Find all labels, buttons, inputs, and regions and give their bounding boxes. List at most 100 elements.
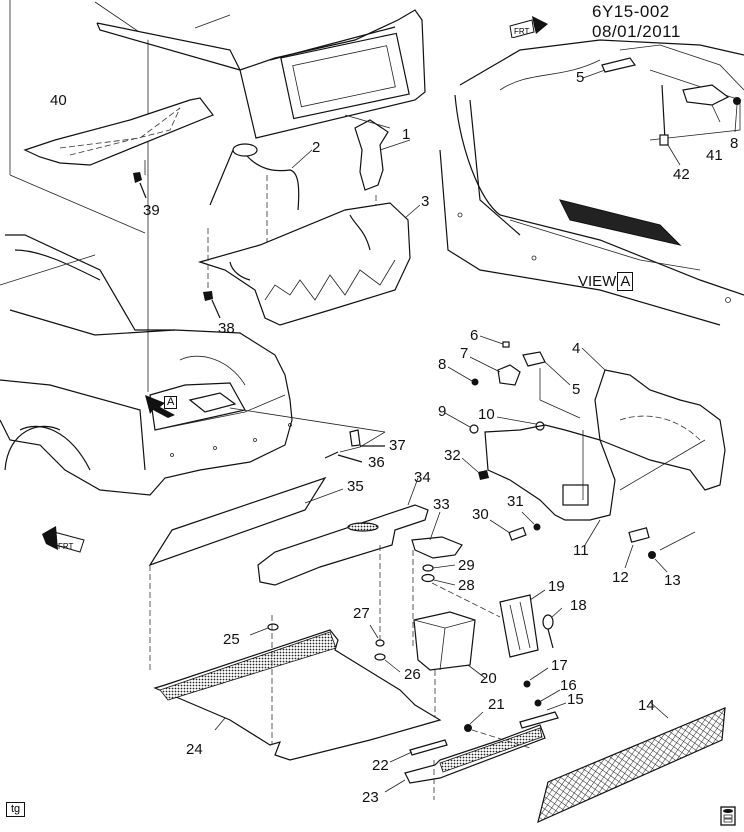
detail-marker-a: A [164, 396, 178, 409]
diagram-header: 6Y15-002 08/01/2011 [592, 2, 744, 42]
callout-21: 21 [488, 696, 505, 713]
callout-37: 37 [389, 437, 406, 454]
callout-8: 8 [438, 356, 447, 373]
callout-31: 31 [507, 493, 524, 510]
callout-33: 33 [433, 496, 450, 513]
part-14-cargo-net [537, 701, 726, 824]
part-29-washer [422, 564, 456, 572]
part-32-clip [461, 457, 489, 480]
part-4-quarter-trim-panel [581, 347, 726, 491]
part-8-nut-lower [447, 366, 479, 386]
svg-text:FRT: FRT [58, 542, 74, 551]
callout-20: 20 [480, 670, 497, 687]
leader-lines-top-left [9, 0, 231, 392]
callout-4: 4 [572, 340, 581, 357]
front-arrow-icon: FRT [508, 12, 550, 39]
callout-2: 2 [312, 139, 321, 156]
callout-6: 6 [470, 327, 479, 344]
callout-39: 39 [143, 202, 160, 219]
callout-15: 15 [567, 691, 584, 708]
car-body-rear [0, 234, 293, 496]
callout-12: 12 [612, 569, 629, 586]
callout-41: 41 [706, 147, 723, 164]
callout-27: 27 [353, 605, 370, 622]
part-40-rear-shelf-panel [23, 97, 214, 175]
callout-36: 36 [368, 454, 385, 471]
callout-16: 16 [560, 677, 577, 694]
callout-1: 1 [402, 126, 411, 143]
part-22-retainer [389, 739, 448, 763]
callout-7: 7 [460, 345, 469, 362]
callout-3: 3 [421, 193, 430, 210]
part-11-side-trim [484, 424, 616, 546]
callout-29: 29 [458, 557, 475, 574]
part-10-washer [496, 416, 545, 431]
diagram-date: 08/01/2011 [592, 22, 681, 41]
callout-9: 9 [438, 403, 447, 420]
callout-26: 26 [404, 666, 421, 683]
callout-19: 19 [548, 578, 565, 595]
part-27-washer [369, 624, 385, 647]
callout-38: 38 [218, 320, 235, 337]
callout-14: 14 [638, 697, 655, 714]
callout-40: 40 [50, 92, 67, 109]
part-39-push-pin [133, 172, 147, 199]
part-30-cap [489, 519, 527, 541]
part-6-clip [479, 335, 510, 348]
callout-5-view-a: 5 [576, 69, 585, 86]
callout-32: 32 [444, 447, 461, 464]
part-9-washer [444, 412, 479, 434]
part-5-latch-lower [522, 351, 581, 419]
callout-42: 42 [673, 166, 690, 183]
callout-25: 25 [223, 631, 240, 648]
part-37-bracket [349, 429, 385, 447]
callout-22: 22 [372, 757, 389, 774]
part-15-bracket [519, 702, 567, 729]
trunk-lid [96, 9, 426, 139]
manual-book-icon [720, 806, 736, 826]
callout-10: 10 [478, 406, 495, 423]
part-28-washer [421, 573, 501, 618]
part-18-eye-bolt [542, 607, 563, 649]
callout-17: 17 [551, 657, 568, 674]
part-35-trim-panel [148, 476, 344, 670]
callout-8-view-a: 8 [730, 135, 739, 152]
callout-28: 28 [458, 577, 475, 594]
leader-lines-37 [229, 407, 386, 453]
part-31-nut [521, 511, 541, 531]
part-25-washer [249, 623, 279, 636]
footer-tag: tg [6, 802, 26, 817]
part-7-bracket [469, 356, 521, 386]
callout-24: 24 [186, 741, 203, 758]
callout-30: 30 [472, 506, 489, 523]
part-13-fastener [648, 531, 696, 573]
part-12-cover [624, 527, 650, 569]
part-19-pouch [499, 589, 546, 658]
part-26-washer [374, 653, 401, 673]
frt-text: FRT [514, 27, 530, 36]
diagram-id: 6Y15-002 [592, 2, 670, 21]
part-38-push-pin [203, 228, 221, 319]
part-23-sill-plate [384, 724, 546, 800]
front-arrow-icon: FRT [40, 522, 88, 556]
callout-11: 11 [573, 542, 589, 559]
callout-35: 35 [347, 478, 364, 495]
callout-23: 23 [362, 789, 379, 806]
callout-34: 34 [414, 469, 431, 486]
view-a-inset [439, 39, 744, 326]
part-24-floor-panel [153, 615, 442, 761]
part-17-screw [523, 667, 549, 688]
part-20-storage-bin [413, 611, 486, 720]
part-33-cover [411, 511, 463, 648]
part-16-screw [534, 689, 561, 707]
part-36-screw [324, 451, 363, 463]
part-21-nut [464, 711, 531, 749]
detail-a-arrow [145, 395, 175, 418]
callout-5: 5 [572, 381, 581, 398]
part-34-trim-cover [257, 477, 429, 640]
callout-13: 13 [664, 572, 681, 589]
part-3-trunk-lid-inner-panel [197, 202, 421, 326]
